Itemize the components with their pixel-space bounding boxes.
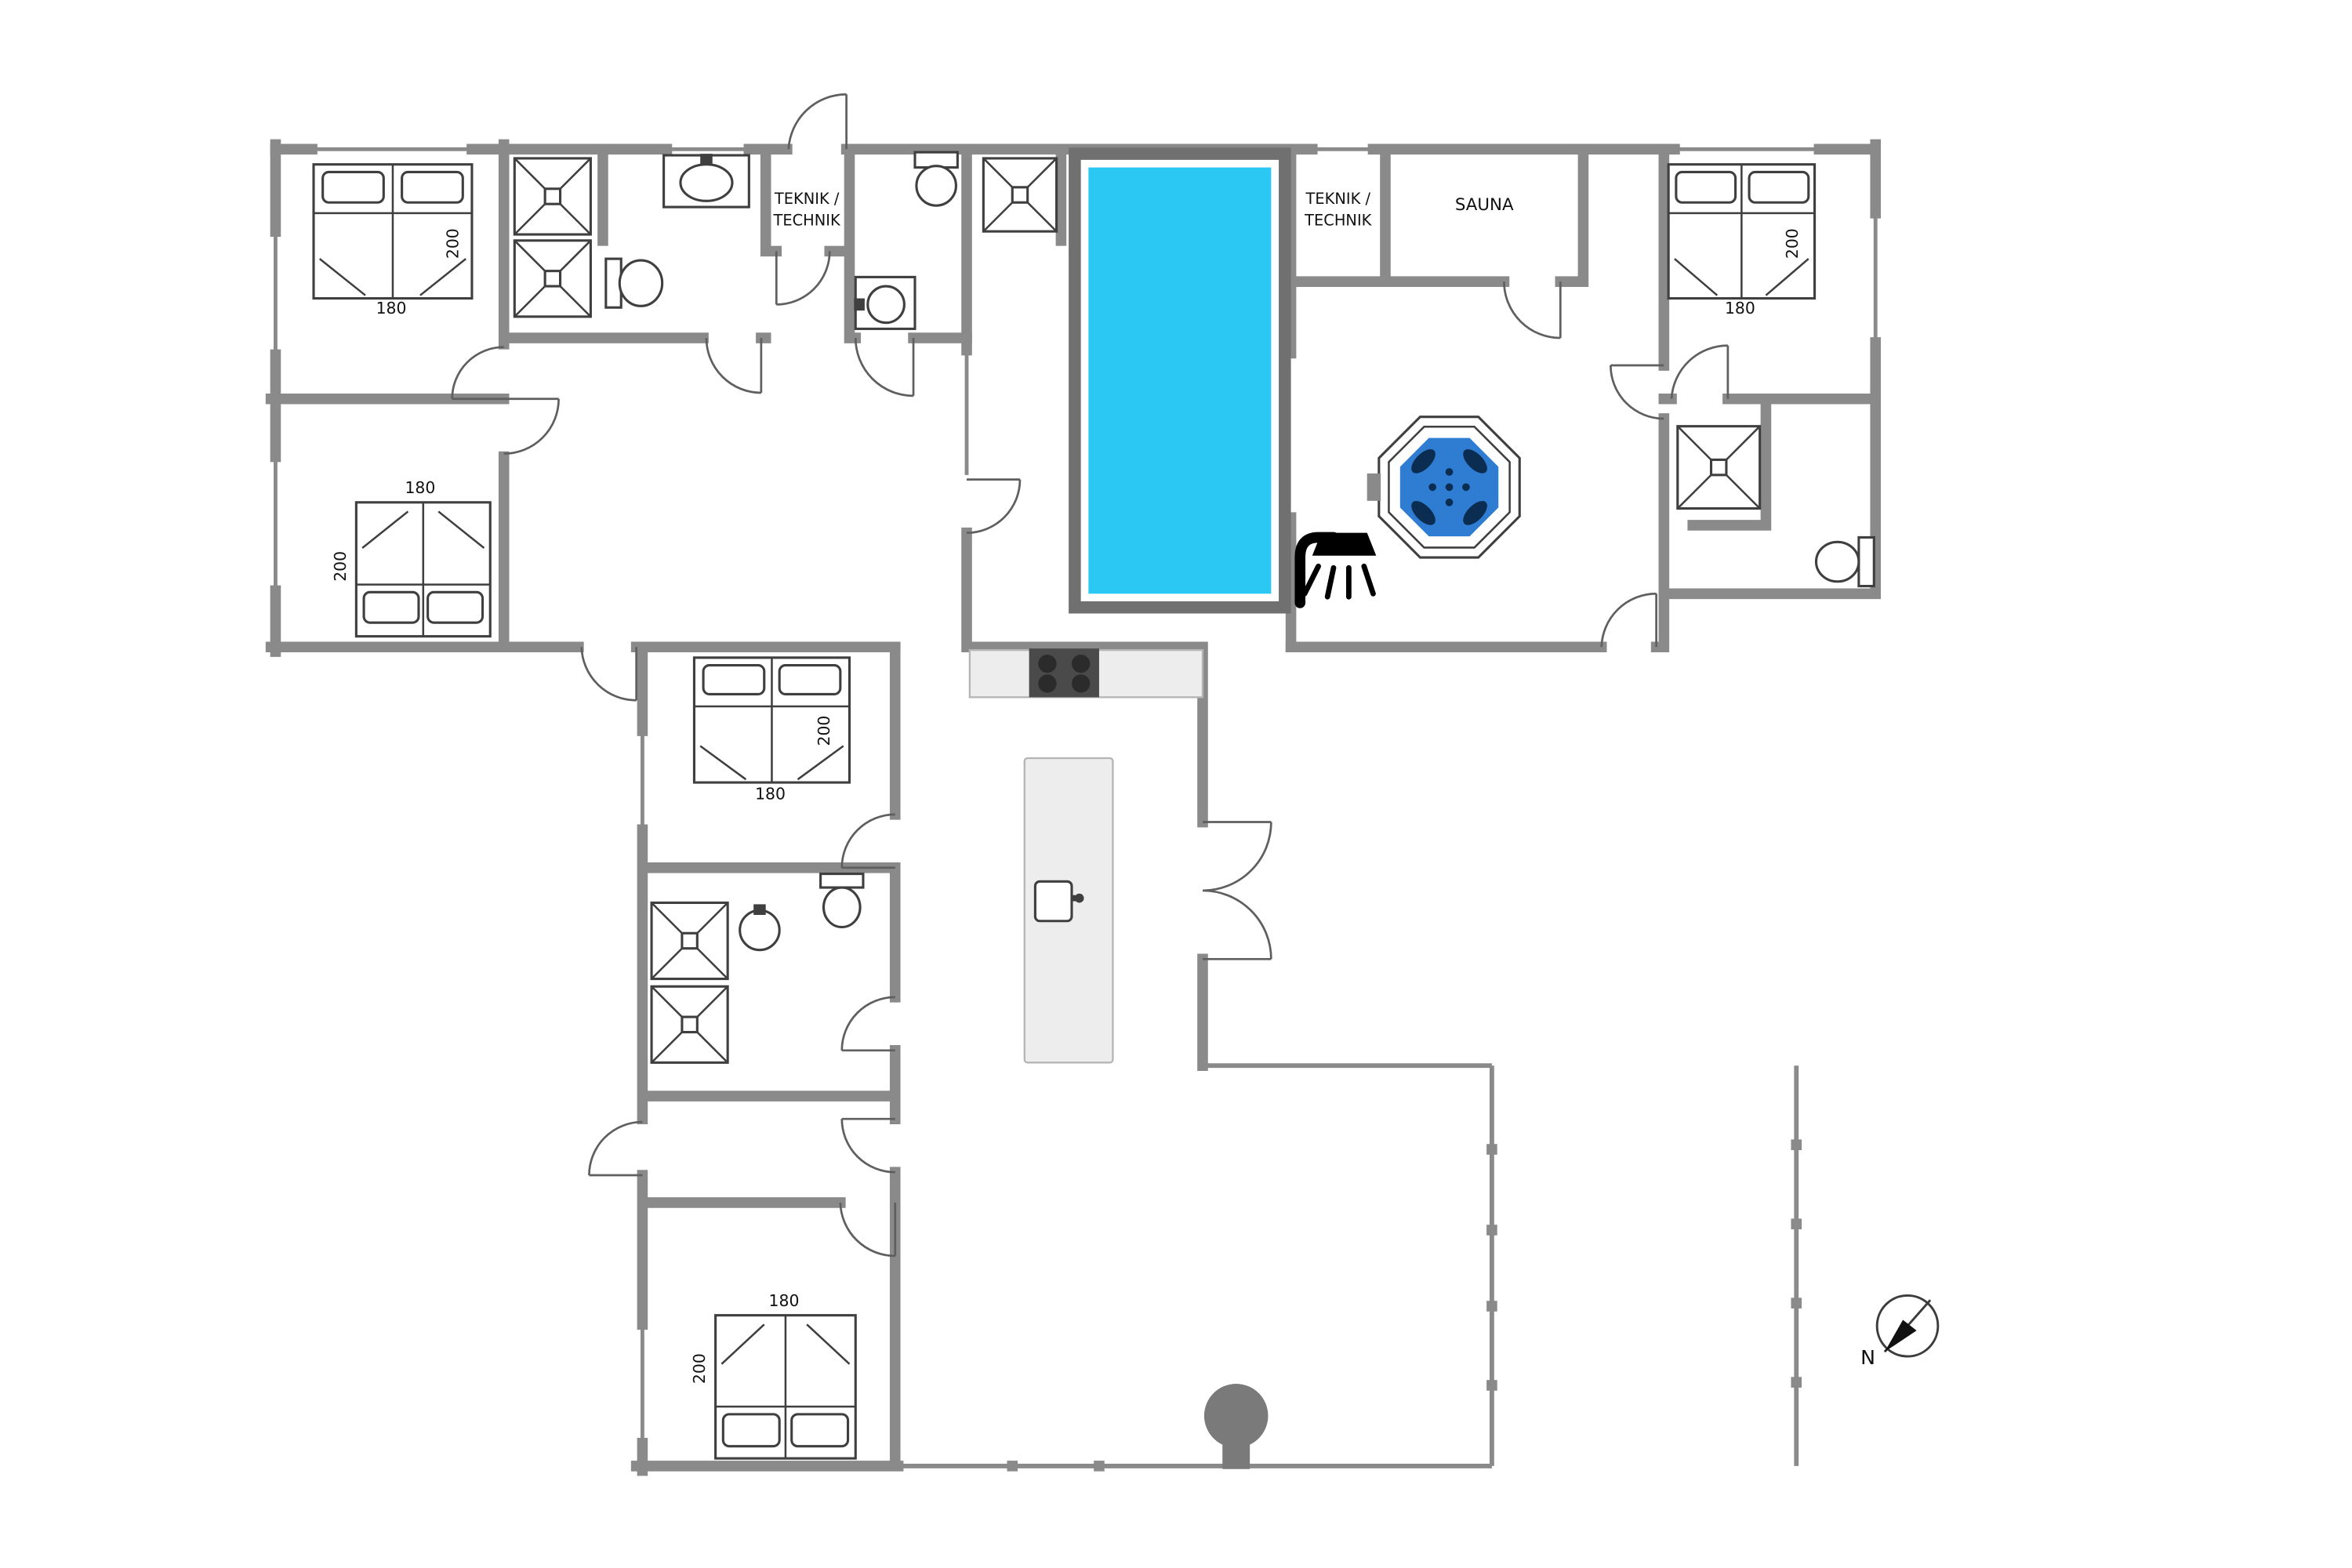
toilet <box>819 873 865 929</box>
bed-width-label: 200 <box>1783 228 1802 259</box>
door-leaves <box>452 94 1730 1256</box>
double-bed <box>312 163 474 300</box>
island-sink <box>1033 880 1084 923</box>
washbasin <box>662 154 750 209</box>
room-labels: TEKNIK / TECHNIK TEKNIK / TECHNIK SAUNA <box>773 190 1514 229</box>
shower-stall <box>650 901 729 981</box>
wall-pool-room <box>961 143 1297 1072</box>
shower-stall <box>1676 425 1762 510</box>
sinks <box>662 154 916 952</box>
bed-length-label: 180 <box>755 784 786 803</box>
cooktop <box>1029 648 1099 698</box>
double-bed <box>354 501 492 638</box>
glass-front-lines <box>898 1063 1799 1468</box>
windows <box>274 147 1878 1443</box>
glass-posts <box>1007 1139 1802 1472</box>
washbasin <box>854 275 916 330</box>
toilet <box>913 151 959 207</box>
window-lines <box>274 147 1878 1443</box>
pool-water <box>1088 167 1272 594</box>
bed-length-label: 180 <box>1725 299 1755 318</box>
wall-left-block <box>265 139 901 653</box>
bed-width-label: 200 <box>815 716 833 746</box>
wall-middle-stack <box>630 641 904 1476</box>
hot-tub-seats <box>1411 448 1487 525</box>
bed-length-label: 180 <box>405 478 435 497</box>
teknik-right-label-line1: TEKNIK / <box>1305 190 1371 208</box>
wall-sanitary-block <box>501 143 1067 343</box>
washbasin <box>739 904 781 952</box>
bedroom-center: 180 200 <box>692 656 851 803</box>
hot-tub <box>1367 416 1521 559</box>
bedroom-bottom: 180 200 <box>690 1291 857 1460</box>
bed-length-label: 180 <box>376 299 407 318</box>
double-bed <box>1667 163 1817 300</box>
hot-tub-step <box>1367 473 1381 501</box>
wall-right-wing <box>1285 139 1882 653</box>
shower-stall <box>982 157 1058 233</box>
swimming-pool <box>1069 147 1291 614</box>
bed-width-label: 200 <box>690 1353 709 1384</box>
shower-stalls <box>513 157 1762 1064</box>
doors <box>451 93 1730 1258</box>
bed-width-label: 200 <box>331 551 350 582</box>
terrace-glass-and-fence <box>898 1063 1802 1472</box>
shower-icon <box>1294 532 1377 608</box>
double-bed <box>692 656 851 784</box>
bedroom-top-left: 180 200 <box>312 163 474 318</box>
hot-tub-inner-rim <box>1388 426 1511 549</box>
shower-stall <box>513 239 592 318</box>
compass-north-label: N <box>1860 1346 1875 1369</box>
shower-stall <box>513 157 592 236</box>
kitchen <box>968 648 1204 1064</box>
teknik-left-label-line2: TECHNIK <box>773 211 841 229</box>
teknik-right-label-line2: TECHNIK <box>1304 211 1372 229</box>
bed-length-label: 180 <box>769 1291 800 1310</box>
bedroom-mid-left: 180 200 <box>331 478 492 638</box>
bedroom-top-right: 180 200 <box>1667 163 1817 318</box>
teknik-left-label-line1: TEKNIK / <box>774 190 840 208</box>
cooktop-burners <box>1038 654 1091 693</box>
compass-needle-point <box>1884 1319 1917 1352</box>
shower-stall <box>650 985 729 1064</box>
toilets <box>604 151 1875 929</box>
door-swing-arcs <box>451 93 1728 1258</box>
compass-rose: N <box>1860 1294 1940 1369</box>
double-bed <box>714 1314 857 1460</box>
fireplace-stove <box>1203 1384 1269 1469</box>
sauna-label: SAUNA <box>1455 195 1514 215</box>
toilet <box>1814 535 1875 588</box>
toilet <box>604 257 664 309</box>
bed-width-label: 200 <box>443 228 462 259</box>
exterior-and-interior-walls <box>265 139 1882 1476</box>
